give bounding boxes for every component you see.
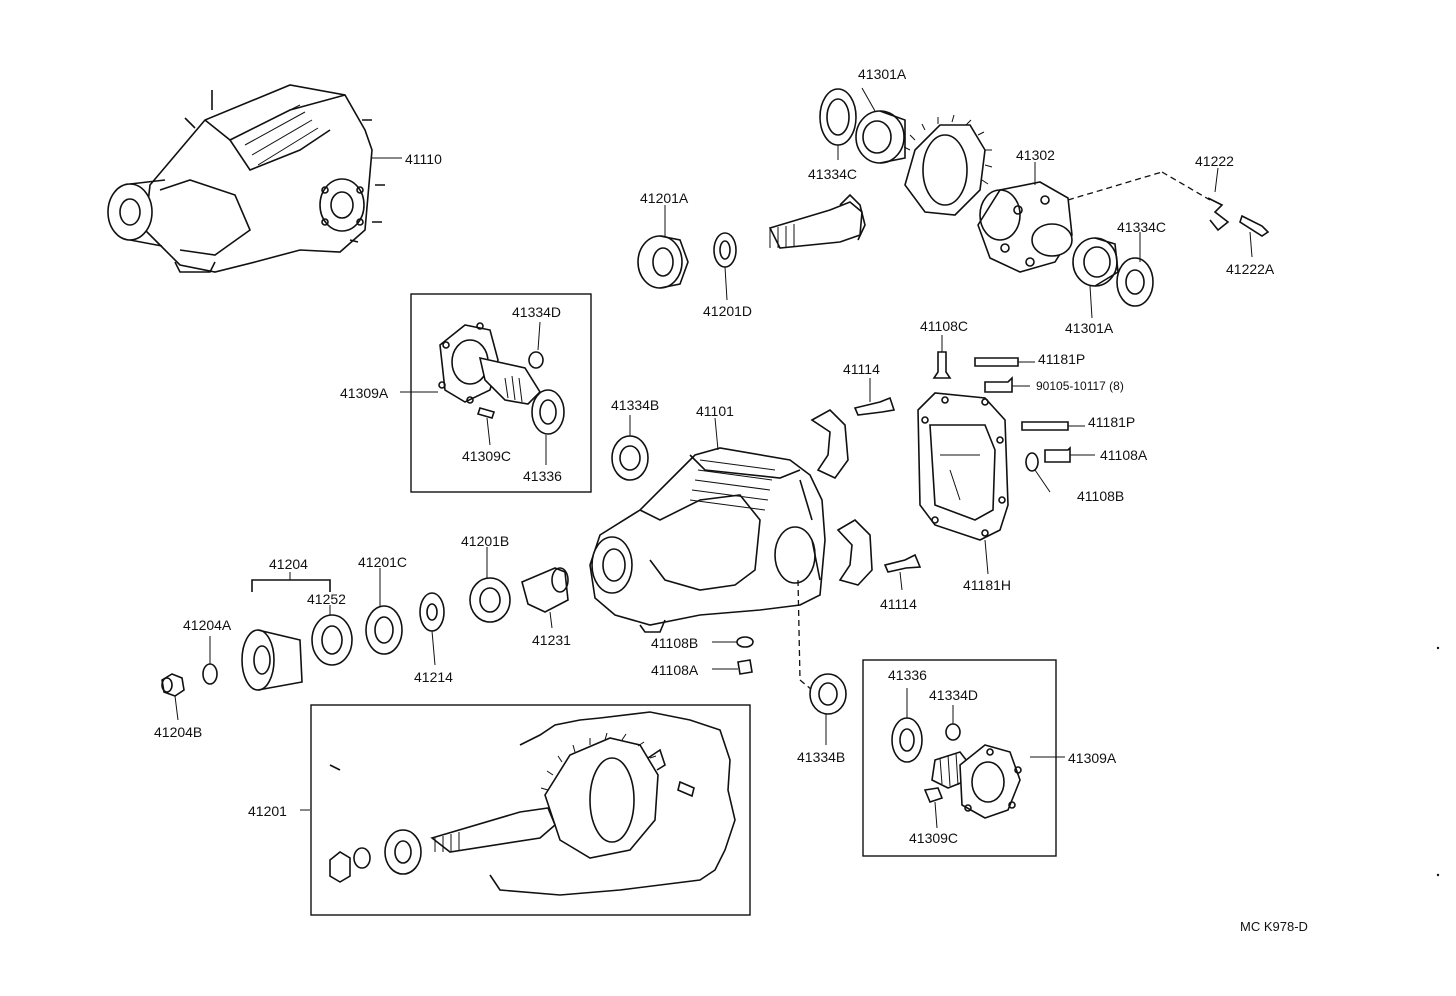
part-label-41309C-box1: 41309C bbox=[462, 448, 512, 464]
washer-41204A bbox=[202, 636, 218, 685]
part-label-41108B-mid: 41108B bbox=[651, 635, 699, 651]
side-gear-41309A-left bbox=[400, 321, 565, 465]
part-label-41252: 41252 bbox=[307, 591, 346, 607]
detail-box-41309A-right bbox=[862, 659, 1057, 857]
part-label-41201B: 41201B bbox=[461, 533, 510, 549]
washer-41201D bbox=[713, 232, 737, 301]
part-label-41101: 41101 bbox=[696, 403, 734, 419]
part-label-41204A: 41204A bbox=[183, 617, 232, 633]
carrier-housing-41101 bbox=[589, 417, 826, 691]
part-label-41110: 41110 bbox=[405, 151, 442, 167]
part-label-41114-bottom: 41114 bbox=[880, 596, 917, 612]
part-label-41309A-right: 41309A bbox=[1068, 750, 1117, 766]
part-label-41108B-right: 41108B bbox=[1077, 488, 1125, 504]
part-label-41201A: 41201A bbox=[640, 190, 689, 206]
part-label-41201C: 41201C bbox=[358, 554, 408, 570]
part-label-41334B-mid: 41334B bbox=[611, 397, 660, 413]
part-label-41108A-right: 41108A bbox=[1100, 447, 1148, 463]
part-label-41309C-box2: 41309C bbox=[909, 830, 959, 846]
part-label-41204B: 41204B bbox=[154, 724, 203, 740]
part-label-41334D-box1: 41334D bbox=[512, 304, 562, 320]
part-label-41302: 41302 bbox=[1016, 147, 1055, 163]
rear-cover-41181H bbox=[917, 335, 1095, 575]
bearing-41334B-mid bbox=[611, 415, 649, 481]
upper-gear-set bbox=[664, 87, 993, 249]
nut-41204B bbox=[161, 673, 185, 721]
plugs-41108-center bbox=[712, 636, 754, 675]
part-label-41108A-mid: 41108A bbox=[651, 662, 699, 678]
bearing-caps-41114 bbox=[810, 378, 922, 591]
bearing-41201C bbox=[365, 568, 403, 655]
seal-41252 bbox=[311, 605, 353, 666]
part-label-41108C: 41108C bbox=[920, 318, 969, 334]
carrier-assembly-41110 bbox=[107, 84, 402, 273]
part-label-41334C-right: 41334C bbox=[1117, 219, 1167, 235]
part-label-41309A-left: 41309A bbox=[340, 385, 389, 401]
part-label-41201D: 41201D bbox=[703, 303, 753, 319]
part-label-41301A-top: 41301A bbox=[858, 66, 907, 82]
part-label-41334C-top: 41334C bbox=[808, 166, 858, 182]
part-label-41231: 41231 bbox=[532, 632, 571, 648]
part-label-41204: 41204 bbox=[269, 556, 308, 572]
bearing-41201B bbox=[469, 547, 511, 623]
part-label-41201: 41201 bbox=[248, 803, 287, 819]
part-label-41114-top: 41114 bbox=[843, 361, 880, 377]
lock-plate-41222 bbox=[1207, 167, 1270, 258]
part-label-90105-10117: 90105-10117 (8) bbox=[1036, 379, 1124, 393]
diagram-code: MC K978-D bbox=[1240, 919, 1308, 934]
part-label-41334B-bottom: 41334B bbox=[797, 749, 846, 765]
bearing-41334B-bottom bbox=[809, 673, 847, 745]
spacer-41231 bbox=[521, 567, 569, 629]
detail-box-41201 bbox=[310, 704, 751, 916]
washer-41214 bbox=[419, 592, 445, 666]
part-label-41222: 41222 bbox=[1195, 153, 1234, 169]
differential-case-41302 bbox=[977, 162, 1211, 273]
part-label-41222A: 41222A bbox=[1226, 261, 1275, 277]
detail-box-41309A-left bbox=[410, 293, 592, 493]
side-gear-41309A-right bbox=[891, 688, 1065, 829]
part-label-41336-box1: 41336 bbox=[523, 468, 562, 484]
part-label-41334D-box2: 41334D bbox=[929, 687, 979, 703]
part-label-41336-box2: 41336 bbox=[888, 667, 927, 683]
part-label-41181H: 41181H bbox=[963, 577, 1012, 593]
part-label-41301A-bottom: 41301A bbox=[1065, 320, 1114, 336]
pinion-flange-41204 bbox=[241, 572, 331, 691]
ring-pinion-41201 bbox=[300, 711, 736, 896]
part-label-41181P-top: 41181P bbox=[1038, 351, 1086, 367]
bearing-41201A bbox=[637, 235, 689, 289]
part-label-41214: 41214 bbox=[414, 669, 453, 685]
bearing-41301A-right bbox=[1072, 232, 1154, 319]
part-label-41181P-mid: 41181P bbox=[1088, 414, 1136, 430]
